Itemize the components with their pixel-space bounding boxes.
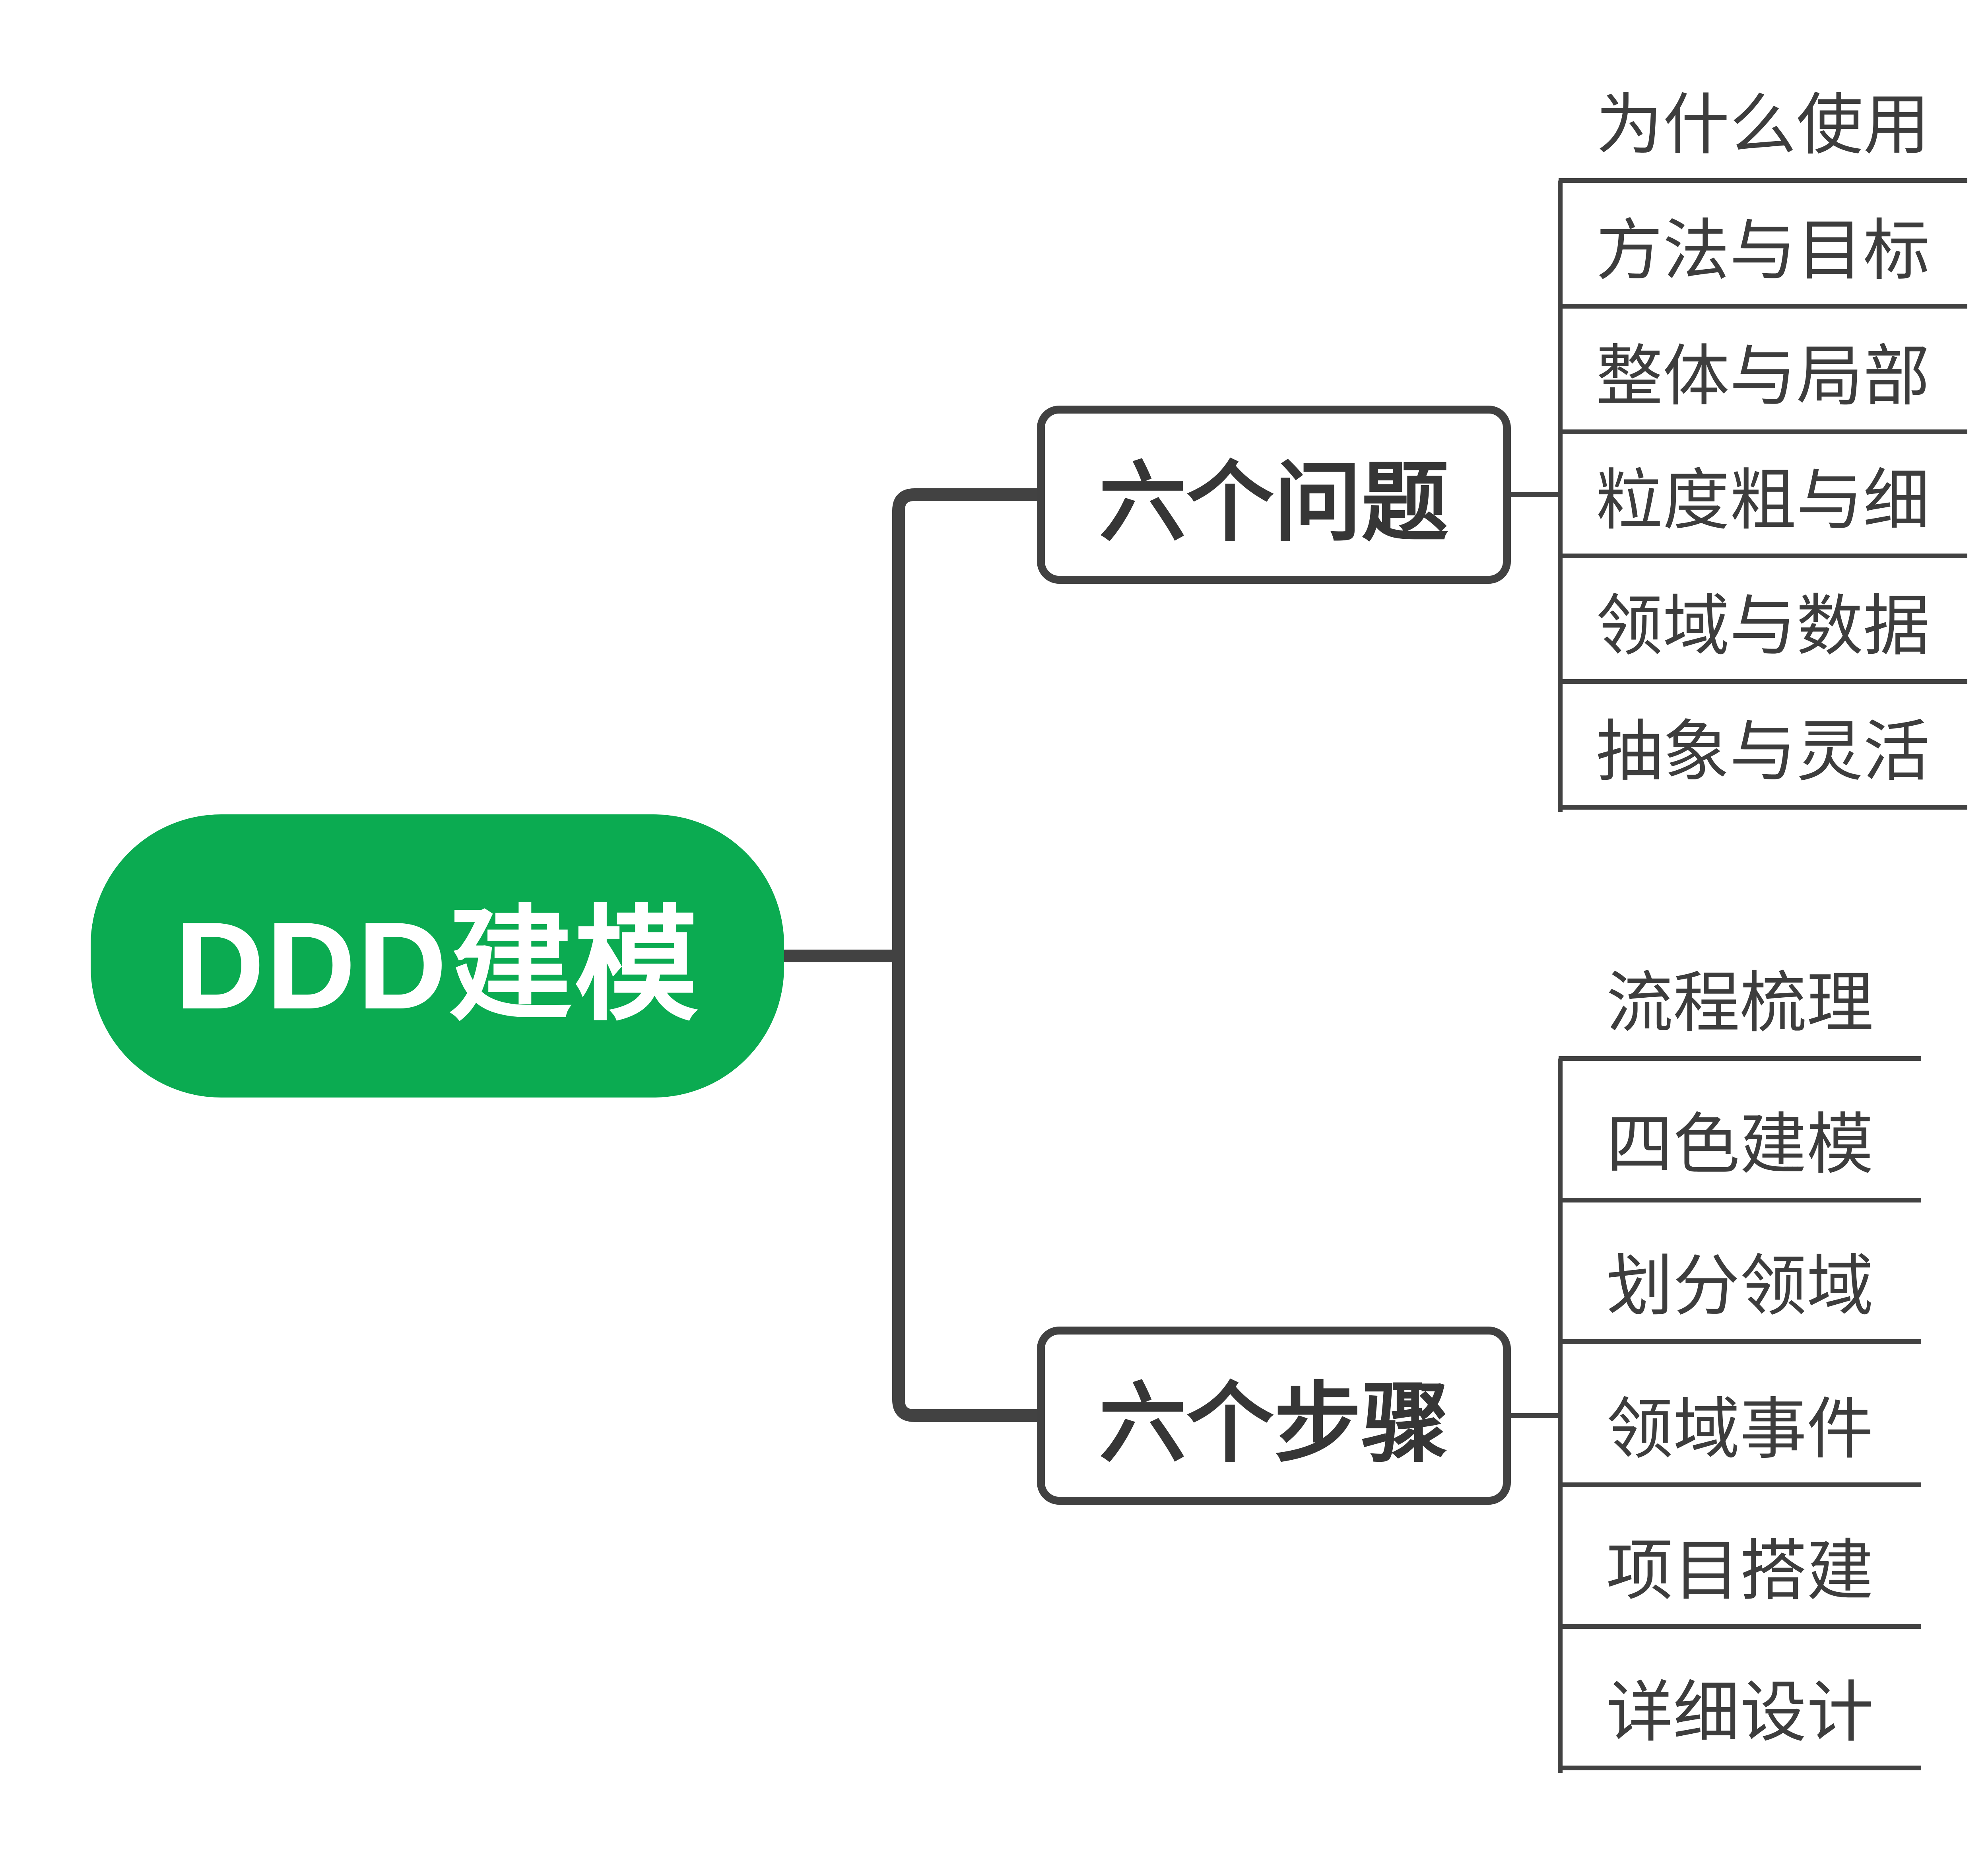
leaf-topic[interactable]: 方法与目标 bbox=[1559, 188, 1967, 309]
leaf-spine-connector bbox=[1508, 181, 1563, 1773]
leaf-topic[interactable]: 项目搭建 bbox=[1559, 1508, 1921, 1629]
leaf-topic[interactable]: 详细设计 bbox=[1559, 1649, 1921, 1770]
leaf-topic[interactable]: 抽象与灵活 bbox=[1559, 689, 1967, 810]
leaf-topic[interactable]: 划分领域 bbox=[1559, 1223, 1921, 1344]
branch-topic-six-steps[interactable]: 六个步骤 bbox=[1037, 1327, 1511, 1505]
leaf-topic[interactable]: 为什么使用 bbox=[1559, 62, 1967, 183]
leaf-topic[interactable]: 整体与局部 bbox=[1559, 313, 1967, 434]
trunk-connector bbox=[784, 488, 1040, 1422]
leaf-topic[interactable]: 四色建模 bbox=[1559, 1082, 1921, 1202]
leaf-topic[interactable]: 领域与数据 bbox=[1559, 563, 1967, 684]
leaf-topic[interactable]: 领域事件 bbox=[1559, 1366, 1921, 1487]
branch-topic-six-questions[interactable]: 六个问题 bbox=[1037, 406, 1511, 584]
leaf-topic[interactable]: 流程梳理 bbox=[1559, 940, 1921, 1061]
leaf-topic[interactable]: 粒度粗与细 bbox=[1559, 437, 1967, 558]
root-topic[interactable]: DDD建模 bbox=[91, 814, 784, 1098]
